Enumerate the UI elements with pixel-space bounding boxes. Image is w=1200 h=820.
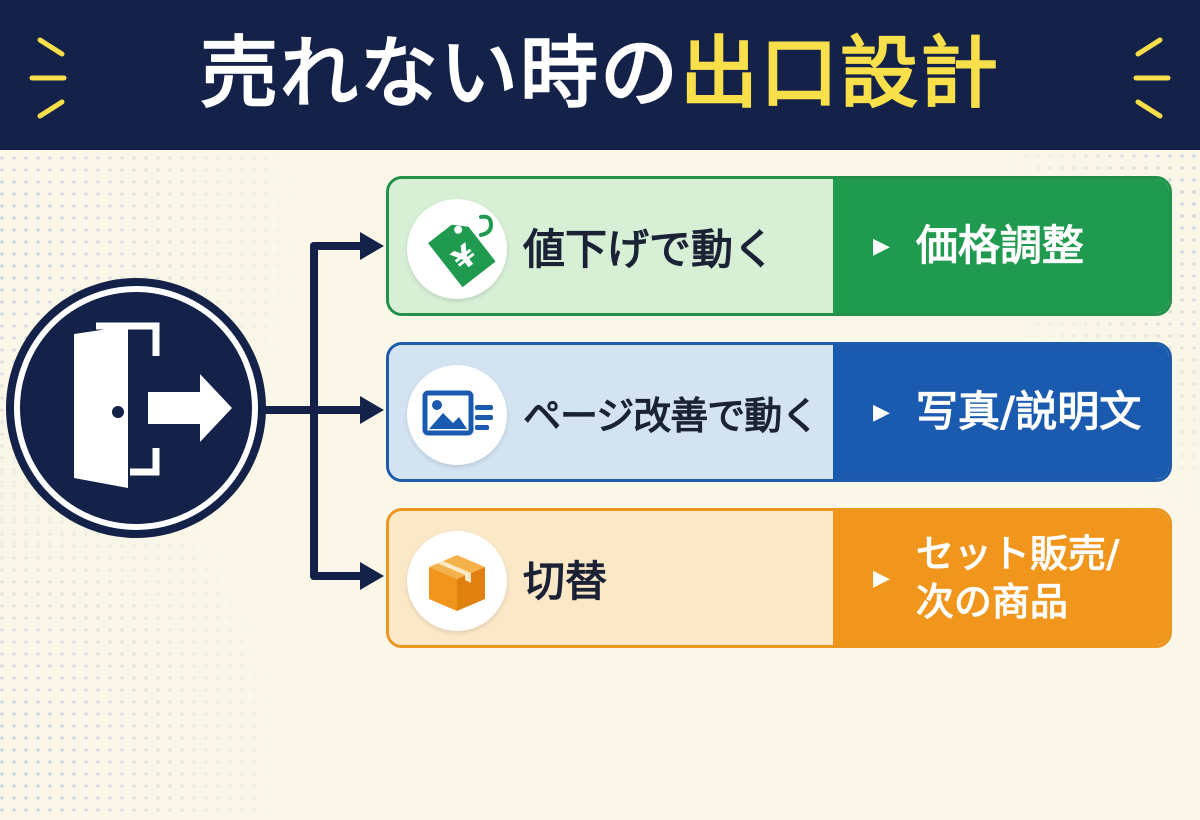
arrowhead-1 [360, 232, 384, 260]
spark-lines-left-icon [29, 37, 67, 119]
title-highlight: 出口設計 [680, 29, 1001, 119]
arrowhead-3 [360, 562, 384, 590]
title-banner: 売れない時の出口設計 [0, 0, 1200, 150]
outcome-text: セット販売/ 次の商品 [916, 530, 1120, 626]
page-title: 売れない時の出口設計 [0, 18, 1200, 130]
branch-label: 値下げで動く [523, 224, 776, 274]
outcome-line-2: 次の商品 [915, 580, 1068, 624]
branch-row-switch: 切替 ▶ セット販売/ 次の商品 [386, 508, 1172, 648]
branch-condition: 切替 [389, 511, 833, 645]
branch-condition: ¥ 値下げで動く [389, 179, 833, 313]
image-page-icon [407, 365, 507, 465]
branch-row-page: ページ改善で動く ▶ 写真/説明文 [386, 342, 1172, 482]
branch-connectors [6, 232, 384, 590]
spark-lines-right-icon [1133, 37, 1171, 119]
play-arrow-icon: ▶ [873, 233, 890, 259]
yen-price-tag-icon: ¥ [407, 199, 507, 299]
play-arrow-icon: ▶ [873, 399, 890, 425]
branch-row-price: ¥ 値下げで動く ▶ 価格調整 [386, 176, 1172, 316]
branch-outcome: ▶ 価格調整 [833, 179, 1169, 313]
outcome-text: 写真/説明文 [915, 387, 1142, 436]
branch-label: 切替 [523, 556, 608, 606]
branch-outcome: ▶ セット販売/ 次の商品 [833, 511, 1169, 645]
branch-condition: ページ改善で動く [389, 345, 833, 479]
cardboard-box-icon [407, 531, 507, 631]
play-arrow-icon: ▶ [873, 565, 890, 591]
branch-label: ページ改善で動く [523, 393, 819, 438]
door-exit-icon [6, 278, 266, 538]
title-main: 売れない時の [199, 29, 680, 119]
arrowhead-2 [360, 396, 384, 424]
outcome-text: 価格調整 [915, 221, 1084, 270]
branch-outcome: ▶ 写真/説明文 [833, 345, 1169, 479]
outcome-line-1: セット販売/ [915, 532, 1120, 576]
